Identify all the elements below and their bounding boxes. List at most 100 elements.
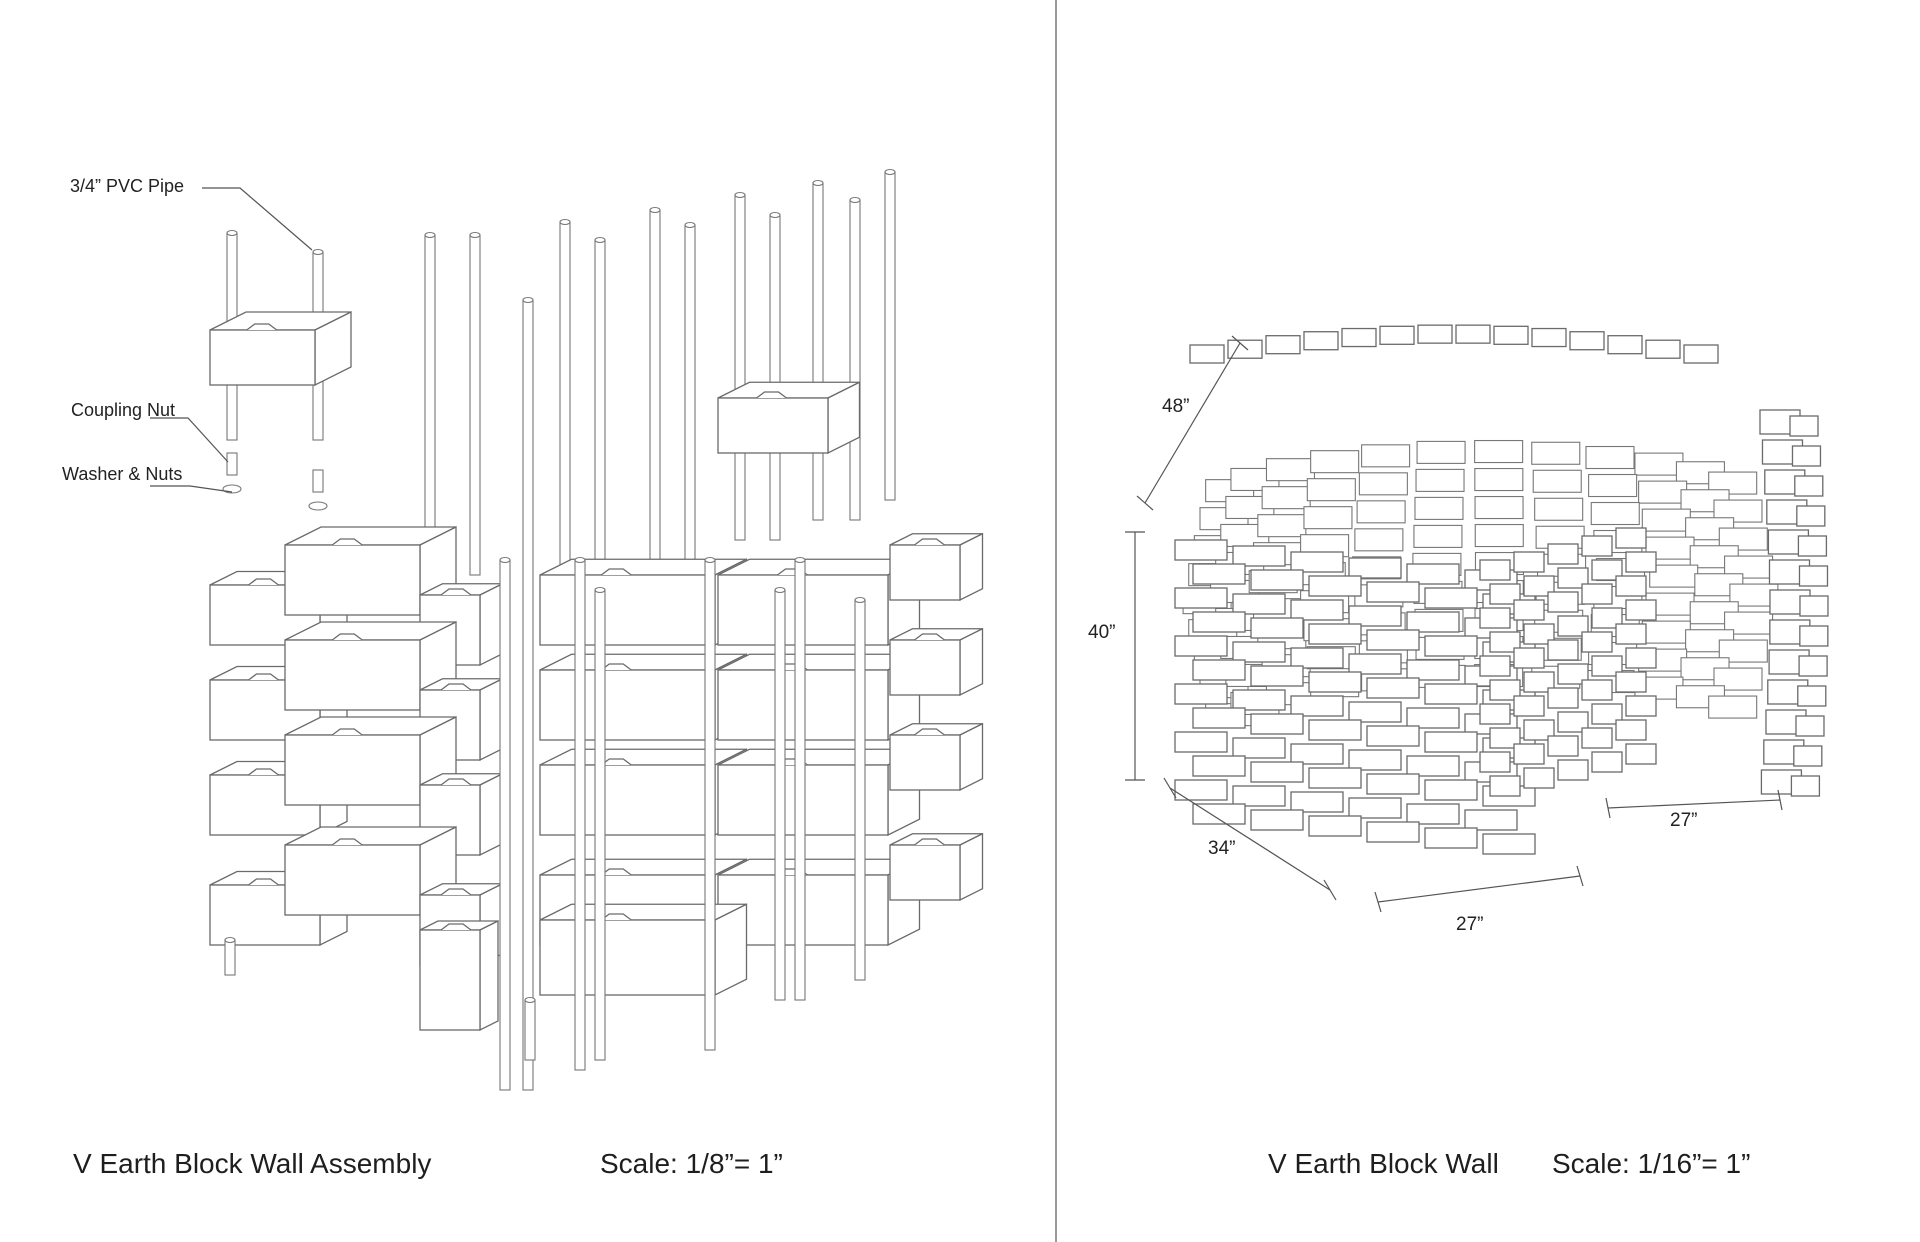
dome-block: [1479, 751, 1511, 773]
dome-block: [1625, 647, 1657, 669]
dim-27-side-line: [1607, 799, 1781, 809]
dome-block: [1424, 779, 1478, 801]
dome-block: [1230, 467, 1280, 492]
dome-block: [1464, 761, 1518, 783]
dome-block: [1474, 579, 1524, 604]
dimension-27-front: 27”: [1456, 914, 1484, 935]
dimension-27-side: 27”: [1670, 810, 1698, 831]
dome-block: [1641, 508, 1691, 532]
dome-block: [1625, 551, 1657, 573]
dome-block: [1713, 667, 1763, 691]
dome-block: [1523, 575, 1555, 597]
dome-block: [1308, 575, 1362, 597]
dome-block: [1290, 551, 1344, 573]
dome-block: [1361, 668, 1411, 692]
dome-block: [1257, 514, 1307, 538]
pvc-pipe: [469, 234, 481, 576]
dome-block: [1232, 737, 1286, 759]
dome-block: [1547, 543, 1579, 565]
dome-block: [1306, 646, 1356, 670]
dome-block: [1625, 695, 1657, 717]
dome-block: [1310, 674, 1360, 698]
dome-block: [1482, 833, 1536, 855]
dome-block: [1591, 559, 1623, 581]
dome-block: [1591, 751, 1623, 773]
dome-block: [1348, 653, 1402, 675]
dome-block: [1675, 685, 1725, 709]
pvc-pipe: [734, 194, 746, 541]
dome-block: [1588, 473, 1638, 498]
dome-block: [1796, 505, 1826, 527]
dome-block: [1417, 324, 1453, 344]
coupling-nut-leader: [150, 417, 229, 463]
dome-block: [1261, 486, 1311, 510]
dome-block: [1210, 579, 1260, 604]
dome-block: [1645, 536, 1695, 560]
dome-block: [1557, 711, 1589, 733]
dome-block: [1708, 471, 1758, 495]
pvc-pipe: [522, 299, 534, 1091]
dome-block: [1290, 599, 1344, 621]
dome-block: [1532, 469, 1582, 493]
dome-block: [1464, 713, 1518, 735]
dome-block: [1290, 695, 1344, 717]
dome-block: [1174, 731, 1228, 753]
dome-block: [1193, 647, 1243, 671]
dome-block: [1225, 663, 1275, 688]
earth-block: [717, 748, 920, 766]
pvc-pipe: [849, 199, 861, 521]
pvc-pipe-callout: 3/4” PVC Pipe: [70, 176, 185, 196]
dome-block: [1588, 641, 1638, 666]
dome-block: [1300, 534, 1350, 558]
dome-block: [1638, 480, 1688, 504]
dome-block: [1406, 659, 1460, 681]
dome-block: [1265, 335, 1301, 355]
dome-block: [1232, 641, 1286, 663]
pvc-pipe: [224, 939, 236, 976]
dome-block: [1569, 331, 1605, 351]
dome-block: [1199, 507, 1249, 531]
dome-block: [1729, 583, 1779, 607]
dome-block: [1205, 479, 1255, 503]
dome-block: [1464, 617, 1518, 639]
dome-block: [1348, 797, 1402, 819]
dome-block: [1689, 601, 1739, 625]
dome-block: [1414, 496, 1464, 520]
dome-block: [1464, 665, 1518, 687]
dome-block: [1174, 683, 1228, 705]
dome-block: [1250, 809, 1304, 831]
dome-block: [1252, 542, 1303, 566]
dome-block: [1523, 767, 1555, 789]
dome-block: [1303, 618, 1353, 642]
callout-leaders: [150, 187, 313, 493]
dome-block: [1615, 671, 1647, 693]
dome-block: [1797, 535, 1828, 557]
dome-block: [1479, 655, 1511, 677]
pvc-pipe: [794, 559, 806, 1001]
pvc-pipes-front: [224, 296, 866, 1091]
dome-block: [1799, 595, 1829, 617]
hardware-parts: [222, 452, 328, 511]
dome-block: [1415, 468, 1465, 492]
dome-block: [1489, 775, 1521, 797]
dome-block: [1192, 659, 1246, 681]
dome-block: [1189, 344, 1225, 364]
dome-block: [1590, 613, 1640, 638]
pvc-pipe: [769, 214, 781, 541]
dome-block: [1615, 527, 1647, 549]
dome-block: [1479, 559, 1511, 581]
earth-block: [717, 858, 920, 876]
dome-block: [1593, 585, 1643, 610]
dome-block: [1250, 617, 1304, 639]
dome-block: [1227, 339, 1263, 359]
dome-block: [1192, 611, 1246, 633]
dome-block: [1414, 608, 1464, 632]
dome-block: [1769, 619, 1811, 645]
dome-block: [1708, 695, 1758, 719]
dome-block: [1557, 567, 1589, 589]
dome-block: [1581, 583, 1613, 605]
pvc-pipe: [704, 559, 716, 1051]
dome-block: [1795, 715, 1825, 737]
dome-block: [1765, 709, 1807, 735]
dome-block: [1303, 506, 1353, 530]
